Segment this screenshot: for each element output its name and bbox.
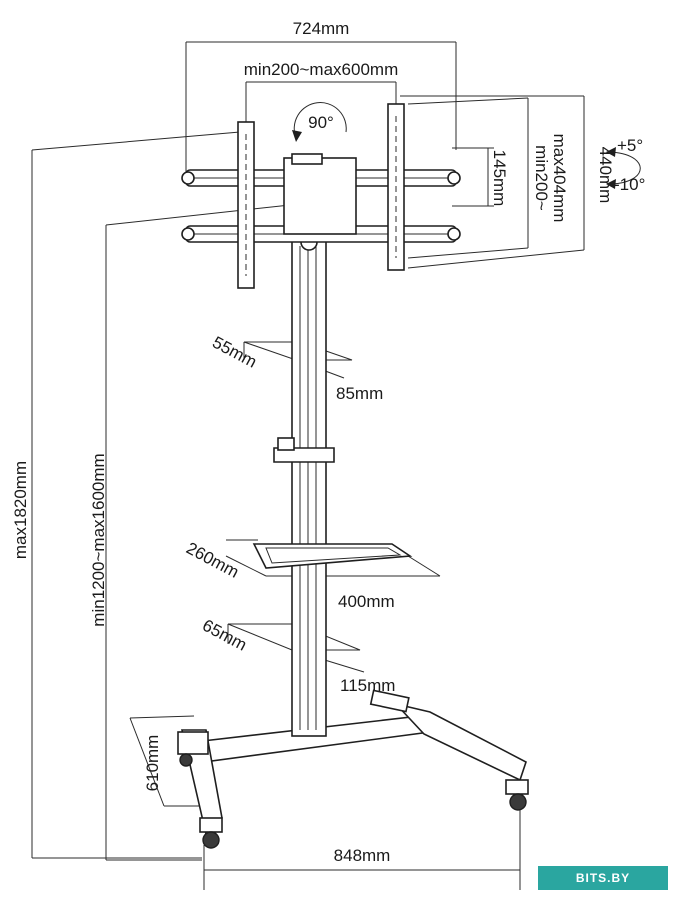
base-rear-cap	[369, 689, 410, 713]
vesa-bracket-right	[387, 103, 405, 271]
label-vesa-vertical-2: max404mm	[550, 134, 569, 223]
dimension-panel-height: 440mm	[400, 95, 615, 269]
label-pole-depth: 55mm	[209, 333, 260, 372]
label-height-range: min1200~max1600mm	[89, 453, 108, 626]
label-vesa-horizontal: min200~max600mm	[244, 60, 399, 79]
dimension-vesa-horizontal: min200~max600mm	[244, 60, 399, 122]
label-shelf-depth: 260mm	[183, 538, 242, 581]
rotation-indicator: 90°	[292, 102, 347, 142]
label-lower-width: 115mm	[340, 676, 395, 695]
dimension-vesa-vertical: min200~ max404mm	[407, 97, 569, 259]
tilt-indicator: +5° -10°	[606, 136, 645, 194]
tv-stand	[177, 103, 529, 849]
vesa-bracket-left	[237, 121, 255, 289]
bolt-cap	[181, 171, 195, 185]
label-vesa-vertical-1: min200~	[532, 145, 551, 211]
dimension-width-total: 724mm	[185, 19, 457, 178]
dimension-base-depth: 610mm	[129, 715, 204, 807]
base-left-cap	[177, 731, 209, 755]
center-mount-plate	[283, 157, 357, 235]
label-base-depth: 610mm	[143, 735, 162, 792]
label-width-total: 724mm	[293, 19, 350, 38]
label-tilt-up: +5°	[617, 136, 643, 155]
bolt-cap	[447, 227, 461, 241]
bolt-cap	[181, 227, 195, 241]
label-base-width: 848mm	[334, 846, 391, 865]
dimension-max-height: max1820mm	[11, 131, 241, 859]
base-right-arm	[393, 702, 527, 782]
label-pole-width: 85mm	[336, 384, 383, 403]
label-bracket-gap: 145mm	[490, 150, 509, 207]
label-panel-height: 440mm	[596, 147, 615, 204]
watermark-logo	[538, 866, 668, 890]
label-tilt-down: -10°	[614, 175, 645, 194]
collar-clip	[277, 437, 295, 451]
caster-rear-right	[505, 779, 529, 811]
main-pole	[291, 235, 327, 737]
label-lower-depth: 65mm	[199, 616, 250, 655]
label-rotation: 90°	[308, 113, 334, 132]
bolt-cap	[447, 171, 461, 185]
label-max-height: max1820mm	[11, 461, 30, 559]
height-collar	[273, 447, 335, 463]
mount-handle	[291, 153, 323, 165]
caster-rear-left	[179, 753, 193, 767]
caster-front-left	[199, 817, 223, 849]
dimension-base-width: 848mm	[203, 810, 521, 890]
dimension-height-range: min1200~max1600mm	[89, 204, 291, 861]
watermark-text: BITS.BY	[575, 871, 631, 885]
label-shelf-width: 400mm	[338, 592, 395, 611]
dimension-bracket-gap: 145mm	[452, 147, 509, 207]
